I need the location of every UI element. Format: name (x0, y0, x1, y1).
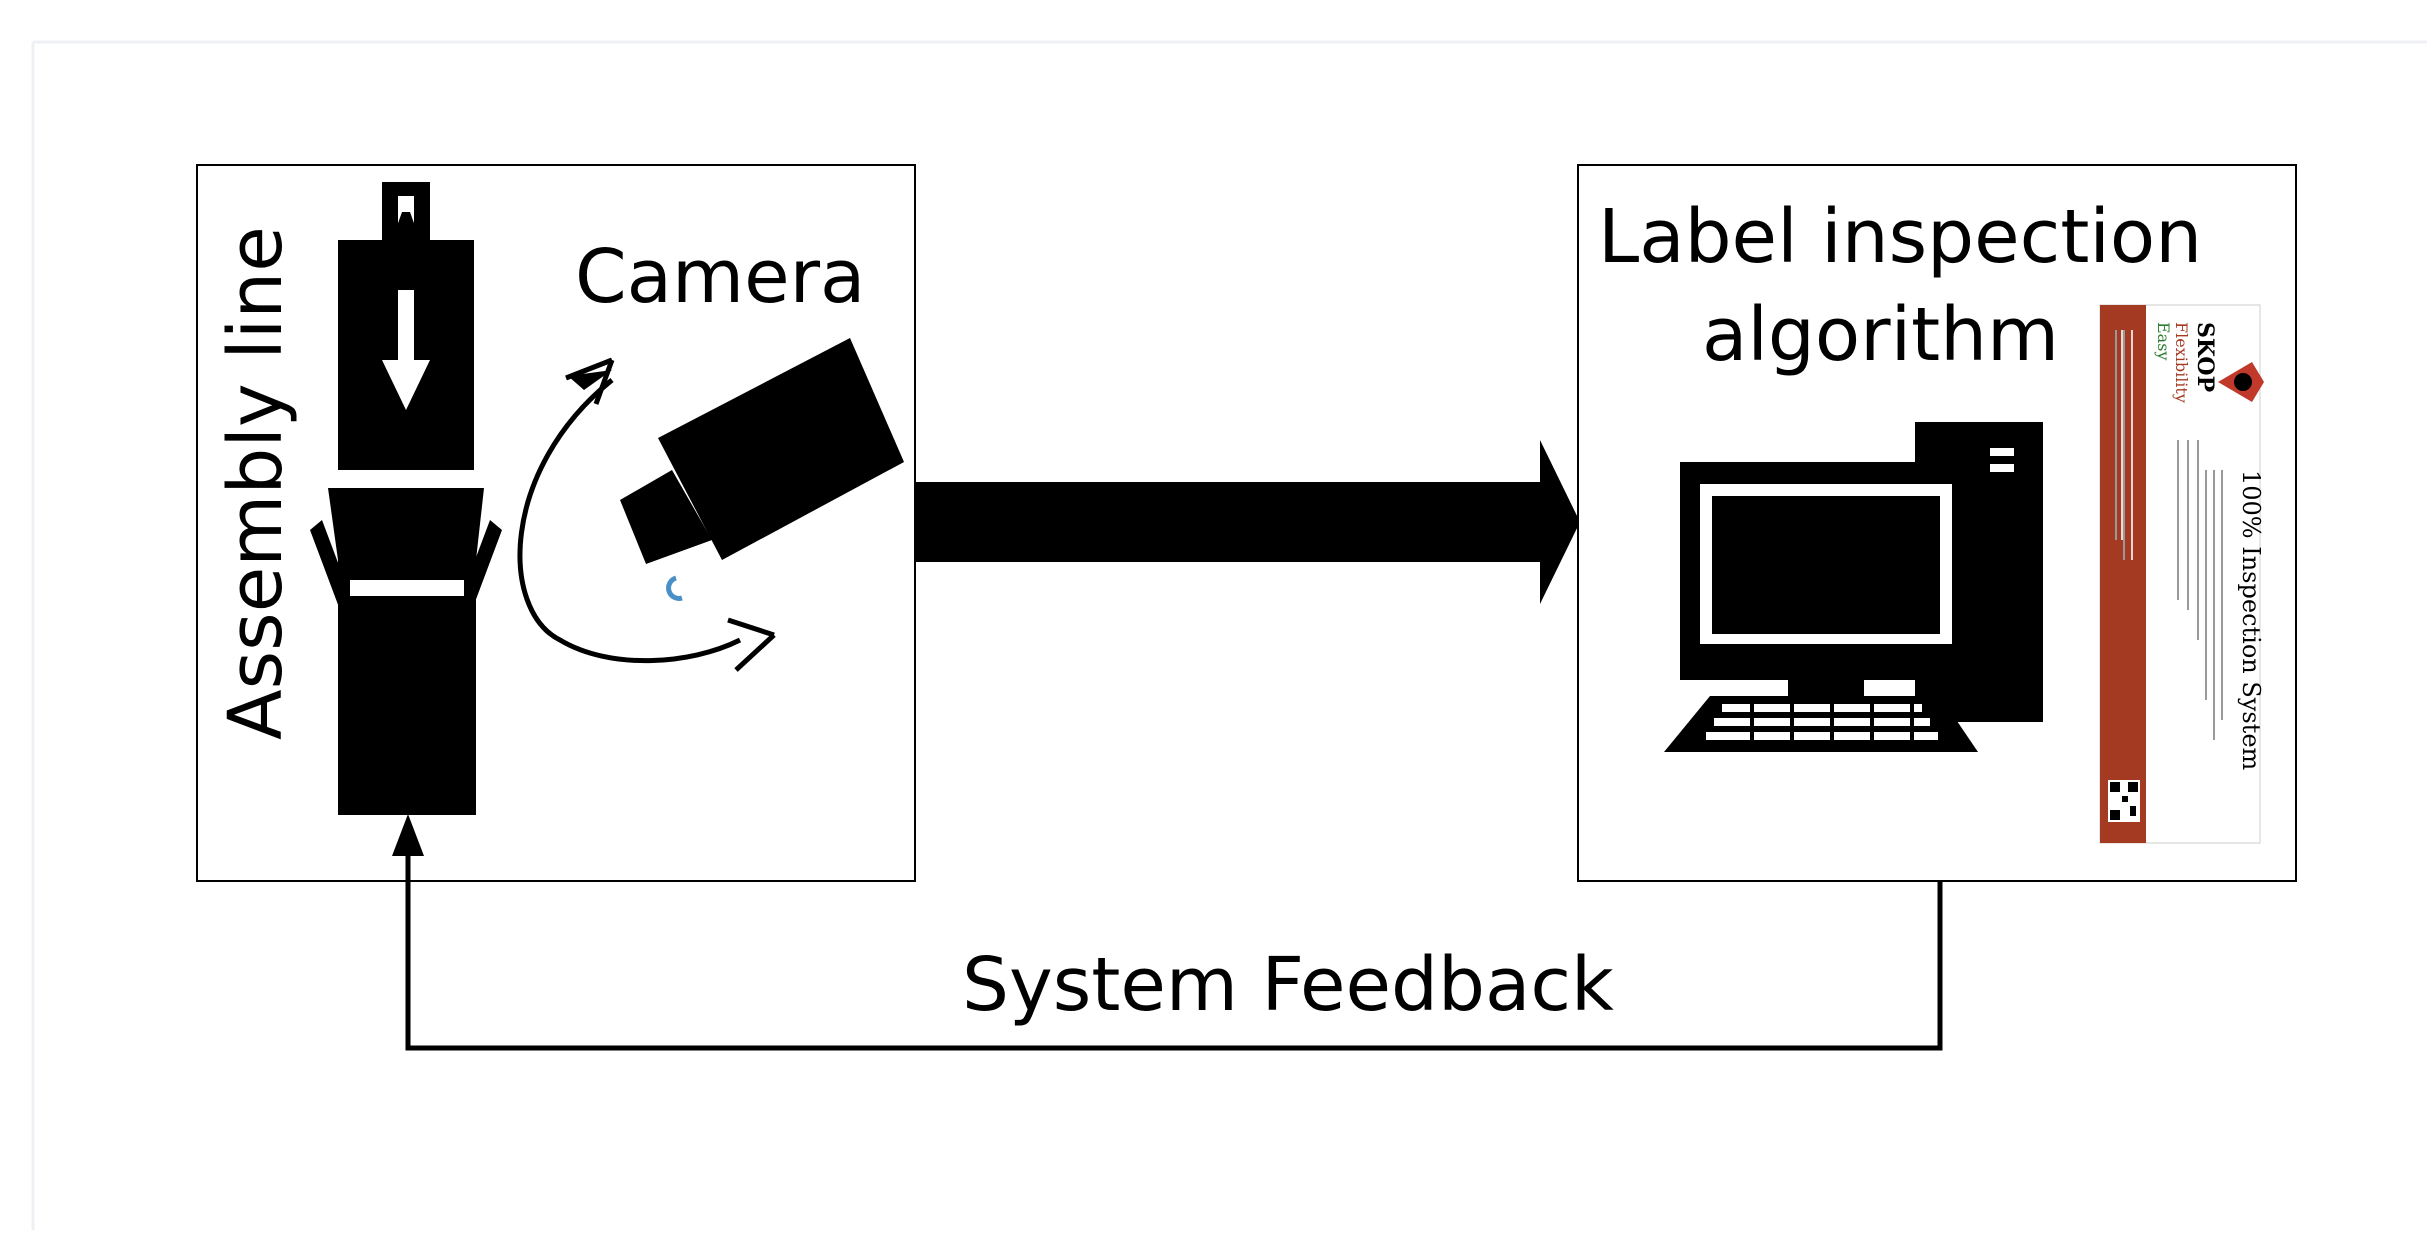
label-poster-icon: 100% Inspection System SKOP Flexibility … (2099, 304, 2265, 844)
algorithm-title: algorithm (1702, 292, 2059, 378)
flow-arrow-icon (915, 440, 1580, 604)
svg-text:SKOP: SKOP (2192, 322, 2218, 392)
lens-accent-icon (666, 575, 683, 601)
label-inspection-title: Label inspection (1598, 194, 2202, 280)
camera-label: Camera (575, 234, 865, 320)
svg-text:Easy: Easy (2154, 322, 2173, 360)
rotation-arrow-icon (517, 357, 776, 672)
system-feedback-label: System Feedback (962, 942, 1614, 1028)
svg-text:Flexibility: Flexibility (2172, 322, 2191, 403)
assembly-box (196, 164, 916, 882)
computer-icon (1664, 422, 2043, 752)
camera-icon (620, 338, 904, 601)
product-container-icon (310, 182, 502, 815)
assembly-line-label: Assembly line (213, 226, 299, 740)
svg-text:100% Inspection System: 100% Inspection System (2237, 470, 2265, 771)
feedback-loop-arrow-icon (392, 814, 1943, 1051)
